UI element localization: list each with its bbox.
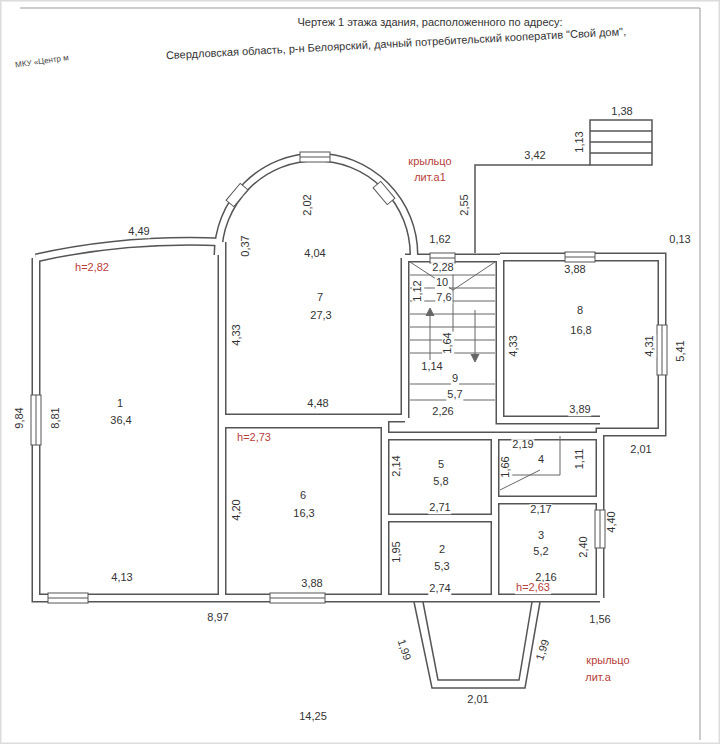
dimension-label: 1,99 [395, 637, 413, 663]
dimension-label: 8,81 [50, 406, 62, 429]
height-note: h=2,73 [236, 432, 272, 444]
wall-fill [36, 157, 662, 598]
dimension-label: 2,02 [302, 193, 314, 216]
dimension-label: 4,31 [644, 334, 656, 357]
frame-line [20, 8, 700, 740]
dimension-label: 2 [438, 544, 446, 556]
dimension-label: 0,37 [240, 234, 252, 257]
windows [31, 152, 667, 603]
dimension-label: 4,49 [127, 226, 150, 238]
height-note: лит.а1 [413, 172, 447, 184]
dimension-label: 8 [576, 305, 584, 317]
dimension-label: 7 [316, 292, 324, 304]
dimension-label: 2,14 [391, 454, 403, 477]
dimension-label: 4,33 [231, 323, 243, 346]
dimension-label: 5,8 [432, 476, 449, 488]
dimension-label: 1,12 [412, 279, 424, 302]
dimension-label: 5 [437, 459, 445, 471]
dimension-label: 2,17 [529, 504, 552, 516]
dimension-label: 3,88 [300, 578, 323, 590]
dimension-label: 9 [451, 373, 459, 385]
dimension-label: 2,01 [629, 444, 652, 456]
dimension-label: 4,40 [606, 510, 618, 533]
dimension-label: Свердловская область, р-н Белоярский, да… [165, 26, 628, 62]
height-note: лит.а [584, 672, 612, 684]
dimension-label: 1,11 [574, 448, 586, 471]
dimension-label: 4,13 [110, 572, 133, 584]
dimension-label: 1 [116, 398, 124, 410]
dimension-label: 4,04 [303, 248, 326, 260]
dimension-label: 27,3 [309, 310, 332, 322]
dimension-label: 2,55 [459, 193, 471, 216]
dimension-label: 1,64 [442, 331, 454, 354]
wall-outline [36, 157, 662, 598]
stair-symbol [410, 262, 560, 490]
dimension-label: 1,99 [534, 637, 552, 663]
dimension-label: 2,28 [431, 262, 454, 274]
dimension-label: 1,13 [574, 130, 586, 153]
height-note: крыльцо [585, 655, 630, 667]
dimension-label: 0,13 [668, 234, 691, 246]
dimension-label: 36,4 [109, 415, 132, 427]
dimension-label: 7,6 [435, 292, 452, 304]
dimension-label: 1,56 [588, 614, 611, 626]
dimension-label: 1,95 [391, 540, 403, 563]
porch-outline [414, 120, 652, 688]
dimension-label: 4 [537, 454, 545, 466]
dimension-label: 5,2 [532, 546, 549, 558]
dimension-label: 4,20 [231, 498, 243, 521]
dimension-label: 1,62 [428, 234, 451, 246]
dimension-label: 14,25 [298, 711, 328, 723]
dimension-label: 2,71 [428, 502, 451, 514]
dimension-label: 4,48 [306, 398, 329, 410]
dimension-label: 9,84 [14, 406, 26, 429]
dimension-label: 2,19 [511, 439, 534, 451]
dimension-label: 5,41 [675, 339, 687, 362]
dimension-label: 5,3 [433, 561, 450, 573]
dimension-label: 5,7 [446, 389, 463, 401]
dimension-label: 1,14 [420, 361, 443, 373]
height-note: h=2,63 [515, 582, 551, 594]
dimension-label: 2,26 [431, 406, 454, 418]
dimension-label: 2,01 [466, 694, 489, 706]
dimension-label: 1,66 [500, 455, 512, 478]
height-note: h=2,82 [74, 262, 110, 274]
dimension-label: 3 [537, 530, 545, 542]
stamp-text: МКУ «Центр м [14, 54, 70, 70]
dimension-label: 3,89 [568, 404, 591, 416]
dimension-label: 4,33 [508, 334, 520, 357]
height-note: крыльцо [407, 156, 452, 168]
dimension-label: 1,38 [610, 106, 633, 118]
dimension-label: 3,88 [563, 264, 586, 276]
dimension-label: 2,40 [578, 535, 590, 558]
dimension-label: 3,42 [523, 150, 546, 162]
dimension-label: 8,97 [206, 612, 229, 624]
dimension-label: 16,3 [292, 508, 315, 520]
dimension-label: 16,8 [569, 325, 592, 337]
dimension-label: 10 [435, 277, 449, 289]
drawing-title: Чертеж 1 этажа здания, расположенного по… [295, 16, 564, 28]
dimension-label: 2,74 [428, 583, 451, 595]
dimension-label: 6 [299, 490, 307, 502]
